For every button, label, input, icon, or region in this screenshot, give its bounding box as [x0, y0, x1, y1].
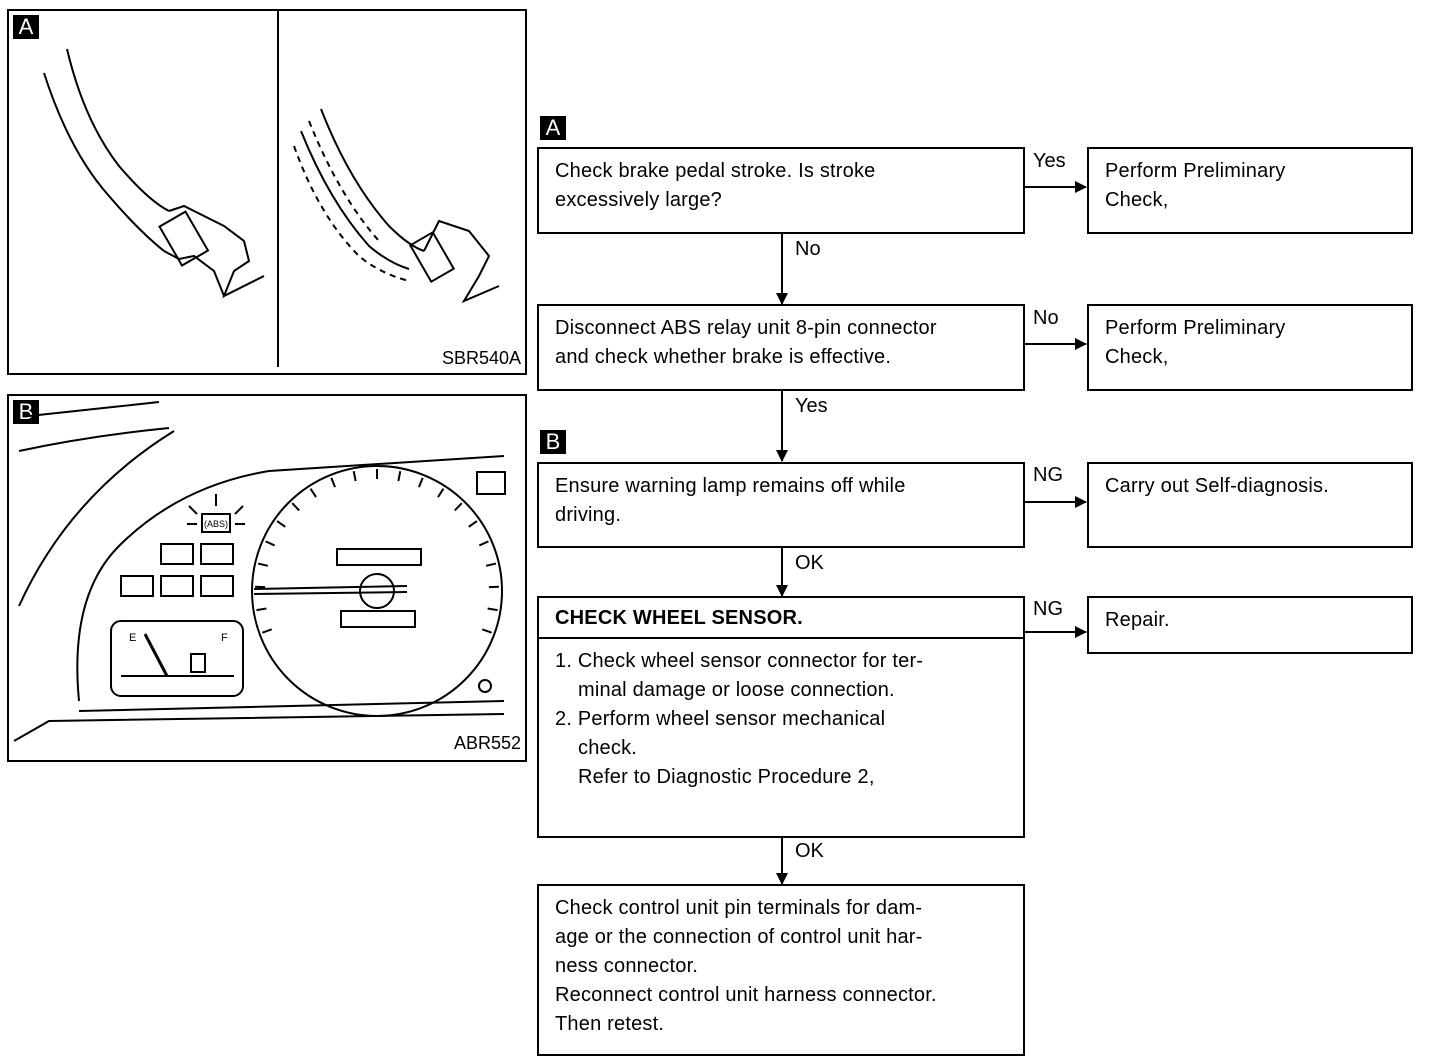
edge-label-step2-yes: Yes [795, 395, 828, 417]
step2-box: Disconnect ABS relay unit 8-pin connecto… [537, 304, 1025, 391]
speedometer-tick [437, 488, 445, 498]
step4-header: CHECK WHEEL SENSOR. [539, 598, 1023, 639]
speedometer-tick [256, 607, 267, 612]
figure-b-code: ABR552 [453, 733, 521, 753]
flow-tag-a: A [540, 116, 566, 140]
result1-line-2: Check, [1105, 189, 1169, 211]
svg-text:(ABS): (ABS) [204, 519, 228, 529]
step2-line-2: and check whether brake is effective. [555, 346, 892, 368]
step3-box: Ensure warning lamp remains off while dr… [537, 462, 1025, 548]
flow-tag-b: B [540, 430, 566, 454]
step5-line-4: Reconnect control unit harness connector… [555, 984, 937, 1006]
speedometer-tick [330, 477, 336, 488]
speedometer-tick [487, 607, 498, 612]
speedometer-tick [352, 471, 357, 482]
step3-line-2: driving. [555, 504, 622, 526]
step1-line-2: excessively large? [555, 189, 723, 211]
edge-label-step3-ok: OK [795, 552, 824, 574]
step4-line-1: 1. Check wheel sensor connector for ter- [555, 650, 924, 672]
result-repair: Repair. [1087, 596, 1413, 654]
result-self-diagnosis: Carry out Self-diagnosis. [1087, 462, 1413, 548]
result3-line-1: Carry out Self-diagnosis. [1105, 475, 1329, 497]
speedometer-tick [291, 502, 300, 512]
step1-line-1: Check brake pedal stroke. Is stroke [555, 160, 876, 182]
instrument-cluster-illustration: (ABS) E F [13, 401, 506, 742]
step5-box: Check control unit pin terminals for dam… [537, 884, 1025, 1056]
edge-label-step1-no: No [795, 238, 821, 260]
result-preliminary-check-1: Perform Preliminary Check, [1087, 147, 1413, 234]
speedometer-tick [481, 628, 492, 634]
speedometer-tick [478, 540, 489, 547]
edge-label-step1-yes: Yes [1033, 150, 1066, 172]
speedometer-tick [276, 520, 286, 528]
result1-line-1: Perform Preliminary [1105, 160, 1286, 182]
figure-b-tag: B [13, 400, 39, 424]
edge-label-step2-no: No [1033, 307, 1059, 329]
figure-a-brake-pedal: A SBR540A [7, 9, 527, 375]
step4-line-5: Refer to Diagnostic Procedure 2, [555, 766, 875, 788]
result2-line-2: Check, [1105, 346, 1169, 368]
speedometer-tick [485, 562, 497, 567]
speedometer-ticks [255, 469, 499, 634]
speedometer-tick [397, 471, 402, 482]
result2-line-1: Perform Preliminary [1105, 317, 1286, 339]
speedometer-tick [468, 520, 478, 528]
step2-line-1: Disconnect ABS relay unit 8-pin connecto… [555, 317, 937, 339]
figure-a-tag: A [13, 15, 39, 39]
speedometer-tick [454, 502, 463, 512]
step4-line-2: minal damage or loose connection. [555, 679, 895, 701]
step4-line-4: check. [555, 737, 638, 759]
fuel-empty-letter: E [129, 632, 136, 644]
speedometer-tick [418, 477, 424, 488]
speedometer-tick [257, 562, 269, 567]
step1-box: Check brake pedal stroke. Is stroke exce… [537, 147, 1025, 234]
figure-b-instrument-cluster: B (ABS) E F [7, 394, 527, 762]
result4-line-1: Repair. [1105, 609, 1170, 631]
step5-line-2: age or the connection of control unit ha… [555, 926, 923, 948]
step4-box: CHECK WHEEL SENSOR. 1. Check wheel senso… [537, 596, 1025, 838]
step5-line-5: Then retest. [555, 1013, 665, 1035]
fuel-full-letter: F [221, 632, 228, 644]
brake-pedal-illustration [43, 11, 500, 367]
step5-line-3: ness connector. [555, 955, 699, 977]
step3-line-1: Ensure warning lamp remains off while [555, 475, 906, 497]
speedometer-tick [262, 628, 273, 634]
step5-line-1: Check control unit pin terminals for dam… [555, 897, 923, 919]
edge-label-step4-ok: OK [795, 840, 824, 862]
speedometer-tick [265, 540, 276, 547]
figure-a-code: SBR540A [441, 348, 521, 368]
edge-label-step3-ng: NG [1033, 464, 1063, 486]
step4-line-3: 2. Perform wheel sensor mechanical [555, 708, 886, 730]
result-preliminary-check-2: Perform Preliminary Check, [1087, 304, 1413, 391]
edge-label-step4-ng: NG [1033, 598, 1063, 620]
speedometer-tick [309, 488, 317, 498]
